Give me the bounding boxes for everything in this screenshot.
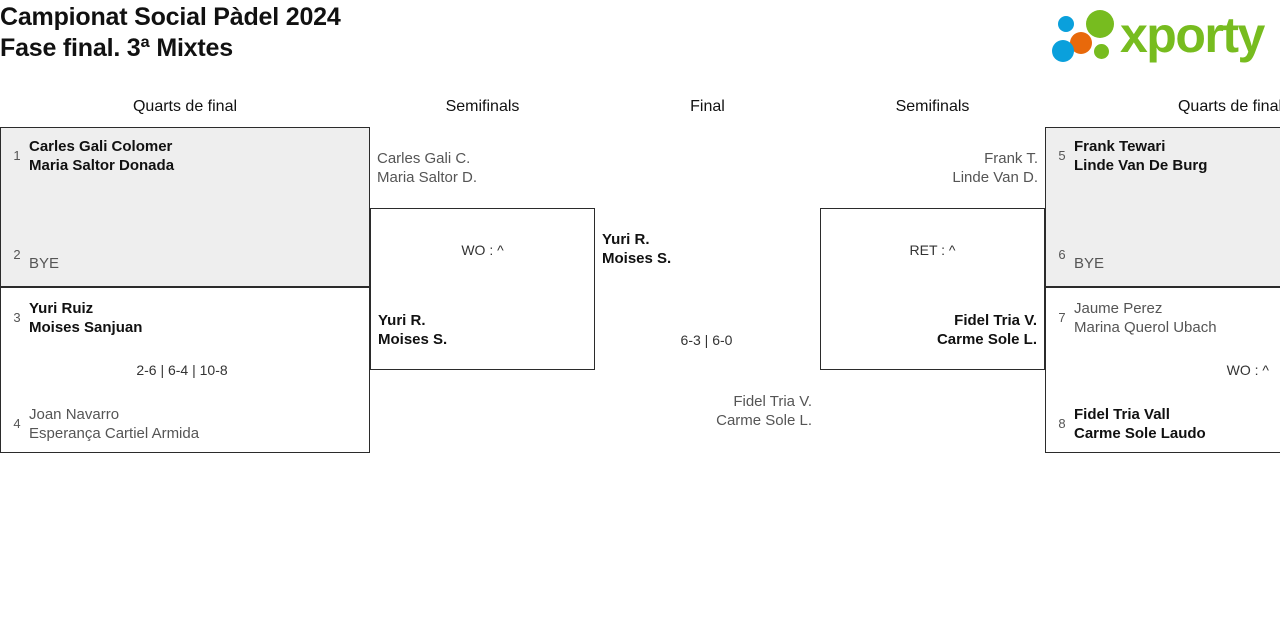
match-score: WO : ^ (461, 242, 504, 258)
team-row[interactable]: 2 BYE (1, 245, 369, 273)
logo-dot-green-large (1086, 10, 1114, 38)
seed-number: 6 (1058, 247, 1066, 262)
match-score: 6-3 | 6-0 (680, 332, 733, 348)
round-header-final: Final (690, 98, 725, 115)
match-box-final[interactable]: Yuri R. Moises S. 6-3 | 6-0 (595, 208, 820, 370)
seed-number: 7 (1058, 310, 1066, 325)
team-names: Joan Navarro Esperança Cartiel Armida (29, 406, 200, 442)
seed-number: 5 (1058, 148, 1066, 163)
seed-number: 8 (1058, 416, 1066, 431)
round-header-quarterfinals-left: Quarts de final (132, 98, 238, 115)
team-row[interactable]: 1 Carles Gali Colomer Maria Saltor Donad… (1, 137, 369, 175)
seed-number: 1 (13, 148, 21, 163)
team-row[interactable]: 4 Joan Navarro Esperança Cartiel Armida (1, 405, 369, 443)
final-winner-names: Yuri R. Moises S. (602, 231, 672, 267)
logo-dot-blue-large (1052, 40, 1074, 62)
round-header-quarterfinals-right: Quarts de final (1177, 98, 1280, 115)
match-box-semifinal-right[interactable]: RET : ^ Fidel Tria V. Carme Sole L. (820, 208, 1045, 370)
team-row[interactable]: 5 Frank Tewari Linde Van De Burg (1046, 137, 1280, 175)
logo-dots-icon (1050, 8, 1122, 66)
logo-dot-blue-small (1058, 16, 1074, 32)
match-score: WO : ^ (1226, 362, 1269, 378)
match-box-semifinal-left[interactable]: WO : ^ Yuri R. Moises S. (370, 208, 595, 370)
match-box-quarterfinal-1[interactable]: 1 Carles Gali Colomer Maria Saltor Donad… (0, 127, 370, 287)
team-row[interactable]: 6 BYE (1046, 245, 1280, 273)
page-title: Campionat Social Pàdel 2024 Fase final. … (0, 3, 341, 62)
semifinal-left-winner-names: Yuri R. Moises S. (378, 312, 448, 348)
team-names: Carles Gali Colomer Maria Saltor Donada (29, 138, 175, 174)
logo-dot-orange (1070, 32, 1092, 54)
team-names: BYE (29, 255, 60, 272)
team-names: Yuri Ruiz Moises Sanjuan (29, 300, 143, 336)
team-names: Frank Tewari Linde Van De Burg (1074, 138, 1208, 174)
seed-number: 3 (13, 310, 21, 325)
semifinal-right-loser-names: Frank T. Linde Van D. (952, 150, 1038, 186)
semifinal-right-winner-names: Fidel Tria V. Carme Sole L. (936, 312, 1037, 348)
round-header-semifinals-left: Semifinals (445, 98, 520, 115)
semifinal-left-loser-names: Carles Gali C. Maria Saltor D. (377, 150, 478, 186)
final-runnerup-names: Fidel Tria V. Carme Sole L. (716, 393, 812, 429)
match-box-quarterfinal-4[interactable]: 7 Jaume Perez Marina Querol Ubach WO : ^… (1045, 287, 1280, 453)
xporty-logo[interactable]: xporty (1038, 6, 1278, 68)
team-names: Fidel Tria Vall Carme Sole Laudo (1074, 406, 1206, 442)
seed-number: 4 (13, 416, 21, 431)
match-score: 2-6 | 6-4 | 10-8 (136, 362, 228, 378)
logo-dot-green-small (1094, 44, 1109, 59)
match-score: RET : ^ (909, 242, 956, 258)
page-header: Campionat Social Pàdel 2024 Fase final. … (0, 0, 1280, 88)
team-names: Jaume Perez Marina Querol Ubach (1074, 300, 1217, 336)
logo-wordmark: xporty (1120, 7, 1265, 63)
team-names: BYE (1074, 255, 1105, 272)
team-row[interactable]: 3 Yuri Ruiz Moises Sanjuan (1, 299, 369, 337)
round-header-semifinals-right: Semifinals (895, 98, 970, 115)
seed-number: 2 (13, 247, 21, 262)
team-row[interactable]: 7 Jaume Perez Marina Querol Ubach (1046, 299, 1280, 337)
team-row[interactable]: 8 Fidel Tria Vall Carme Sole Laudo (1046, 405, 1280, 443)
match-box-quarterfinal-2[interactable]: 3 Yuri Ruiz Moises Sanjuan 2-6 | 6-4 | 1… (0, 287, 370, 453)
match-box-quarterfinal-3[interactable]: 5 Frank Tewari Linde Van De Burg 6 BYE (1045, 127, 1280, 287)
